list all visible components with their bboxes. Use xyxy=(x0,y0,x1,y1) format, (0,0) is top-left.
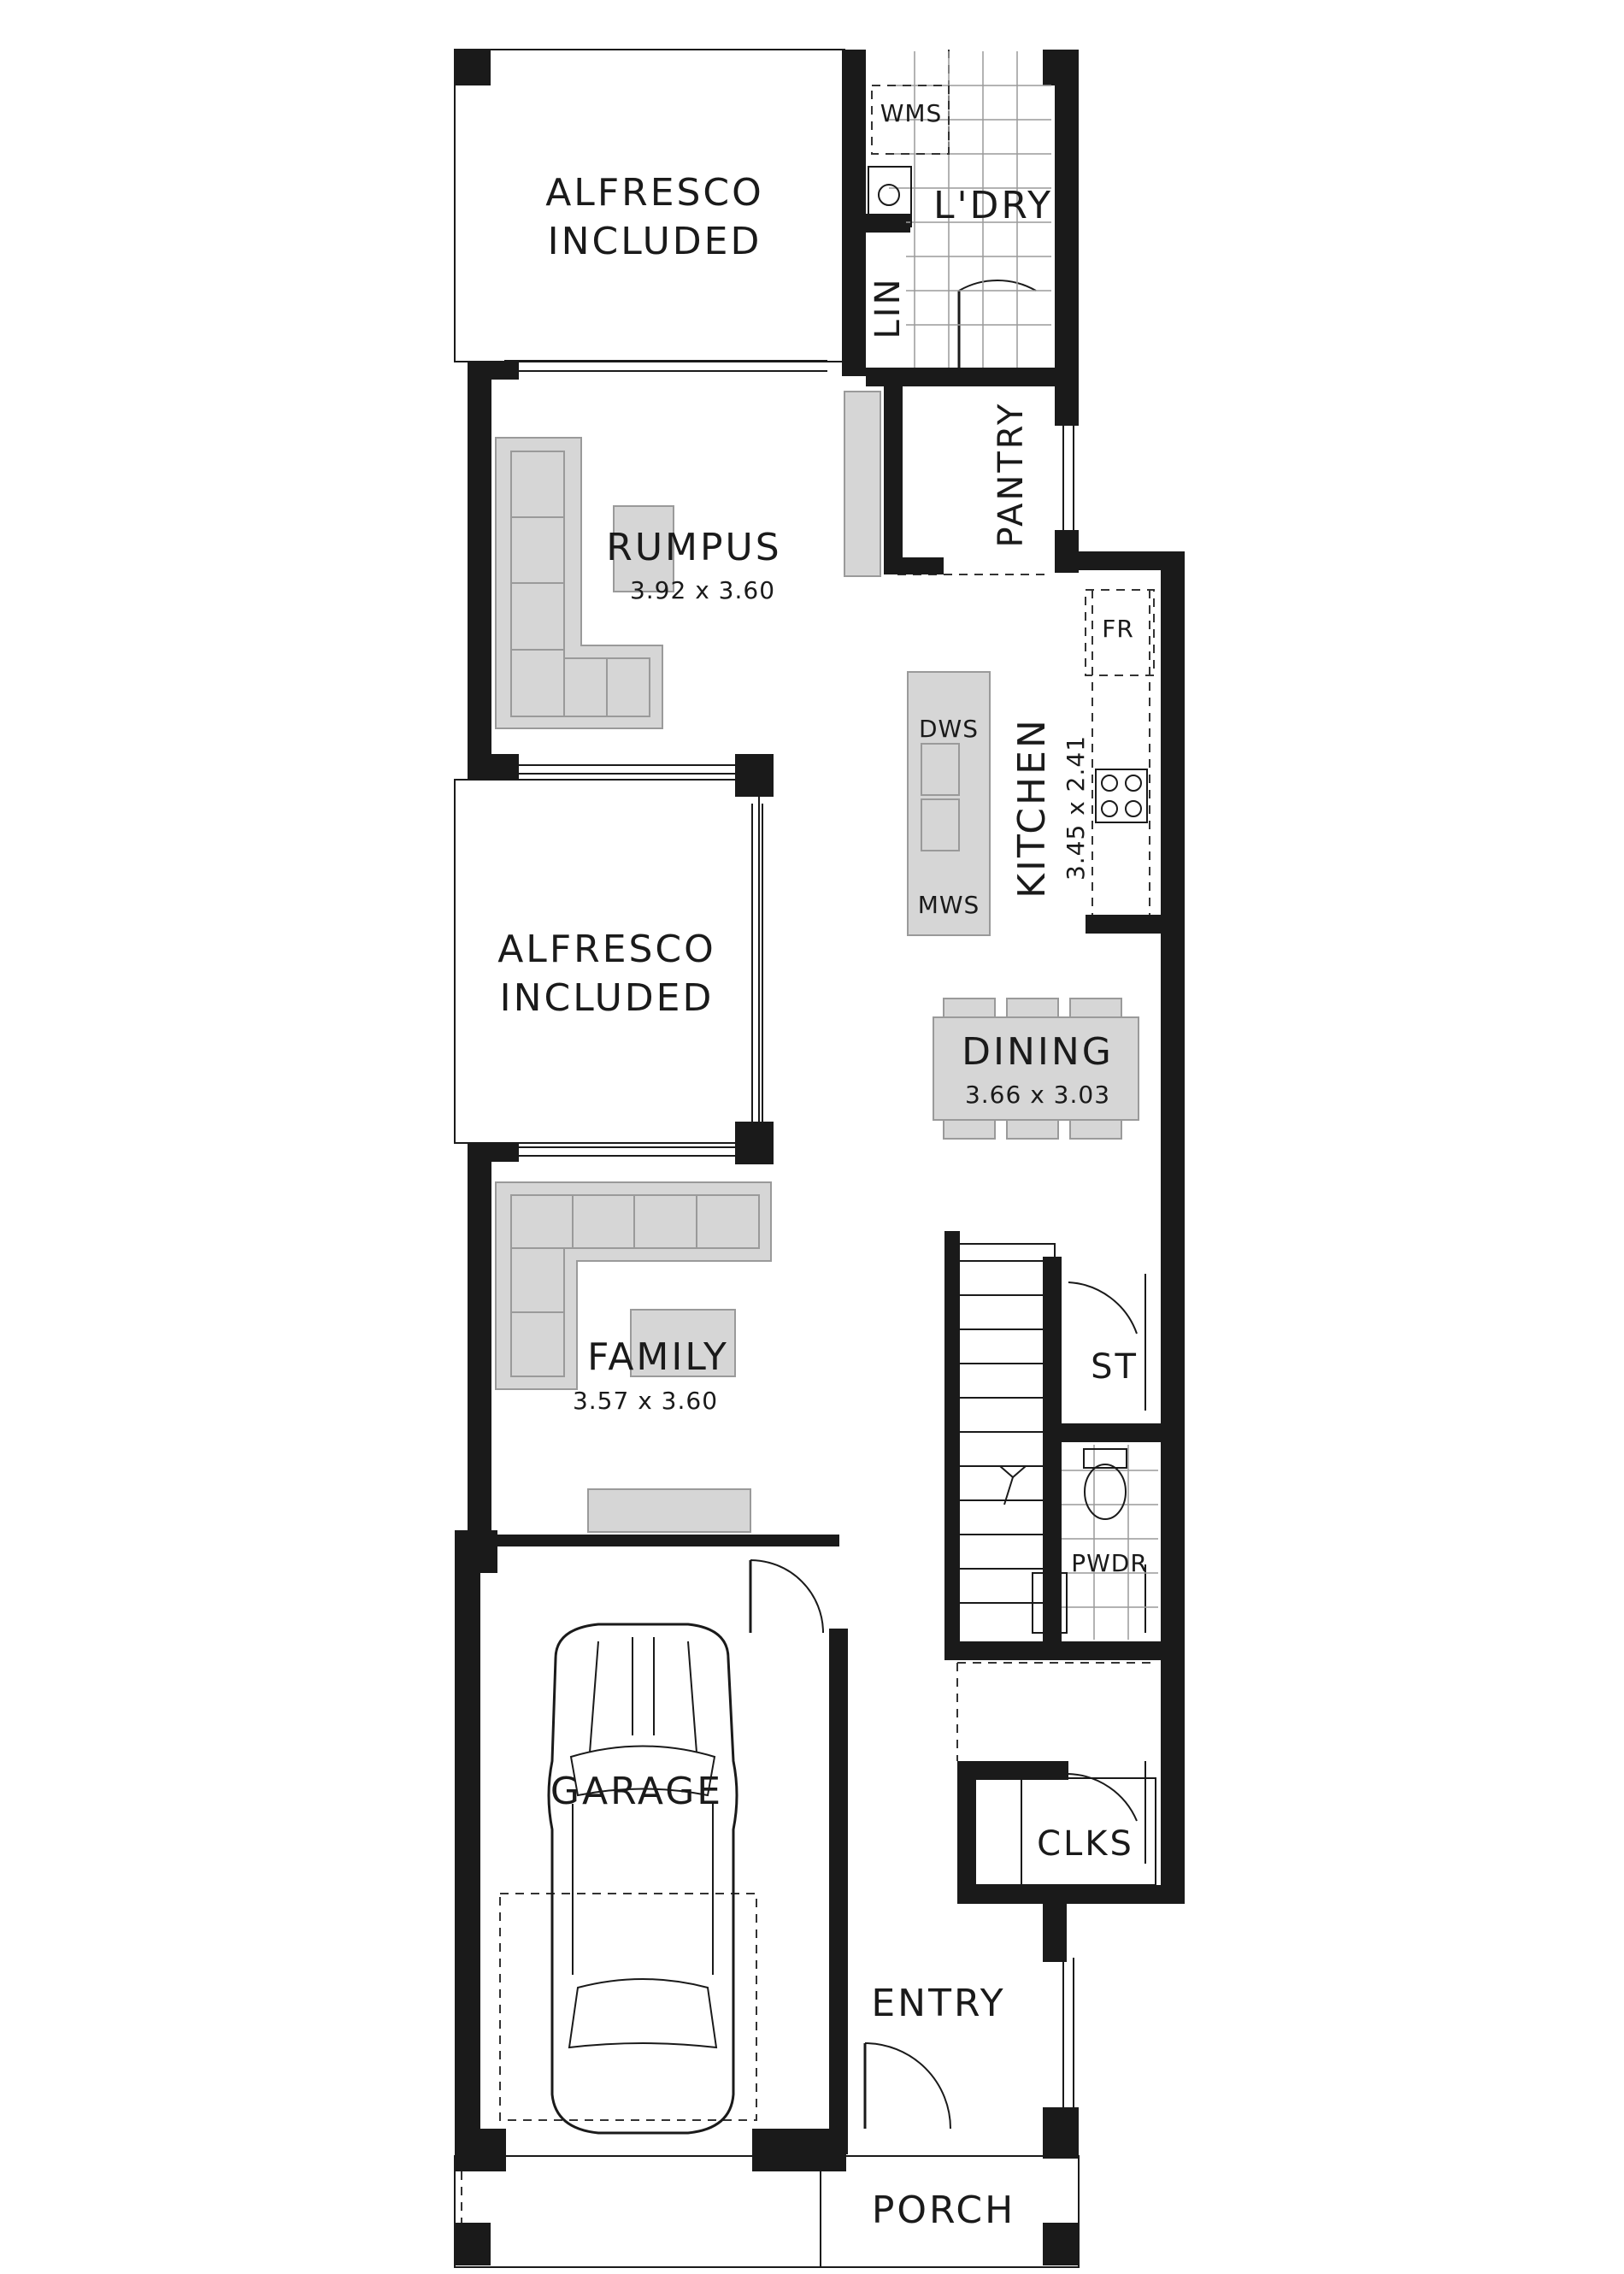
alfresco-top-label-1: ALFRESCO xyxy=(545,171,764,215)
porch-label: PORCH xyxy=(872,2189,1015,2232)
linen-label: LIN xyxy=(868,276,908,339)
rumpus-label: RUMPUS xyxy=(606,526,781,569)
dining-label: DINING xyxy=(962,1030,1114,1074)
dining-dims: 3.66 x 3.03 xyxy=(965,1081,1110,1109)
walls xyxy=(455,50,1185,2265)
kitchen-label: KITCHEN xyxy=(1010,717,1054,898)
laundry-label: L'DRY xyxy=(933,184,1053,227)
family-dims: 3.57 x 3.60 xyxy=(573,1387,718,1415)
doors xyxy=(749,279,1146,2130)
furniture xyxy=(495,391,1148,1533)
garage-label: GARAGE xyxy=(550,1770,723,1813)
alfresco-mid-label-1: ALFRESCO xyxy=(497,928,716,971)
entry-label: ENTRY xyxy=(871,1982,1005,2025)
kitchen-dims: 3.45 x 2.41 xyxy=(1062,735,1090,881)
alfresco-mid-label-2: INCLUDED xyxy=(500,976,715,1020)
pantry-label: PANTRY xyxy=(991,402,1031,548)
rumpus-dims: 3.92 x 3.60 xyxy=(630,576,775,604)
alfresco-top-label-2: INCLUDED xyxy=(548,220,762,263)
fridge-label: FR xyxy=(1102,615,1134,643)
laundry-tiles xyxy=(868,51,1051,368)
mws-label: MWS xyxy=(918,891,980,919)
powder-label: PWDR xyxy=(1071,1549,1148,1577)
dws-label: DWS xyxy=(919,715,979,743)
powder-tiles xyxy=(1032,1445,1158,1640)
room-labels: ALFRESCO INCLUDED L'DRY WMS LIN PANTRY R… xyxy=(497,99,1148,2232)
store-label: ST xyxy=(1091,1347,1139,1387)
cloaks-label: CLKS xyxy=(1037,1824,1134,1864)
wms-label: WMS xyxy=(880,99,943,127)
car-icon xyxy=(547,1623,738,2135)
family-label: FAMILY xyxy=(587,1335,729,1379)
